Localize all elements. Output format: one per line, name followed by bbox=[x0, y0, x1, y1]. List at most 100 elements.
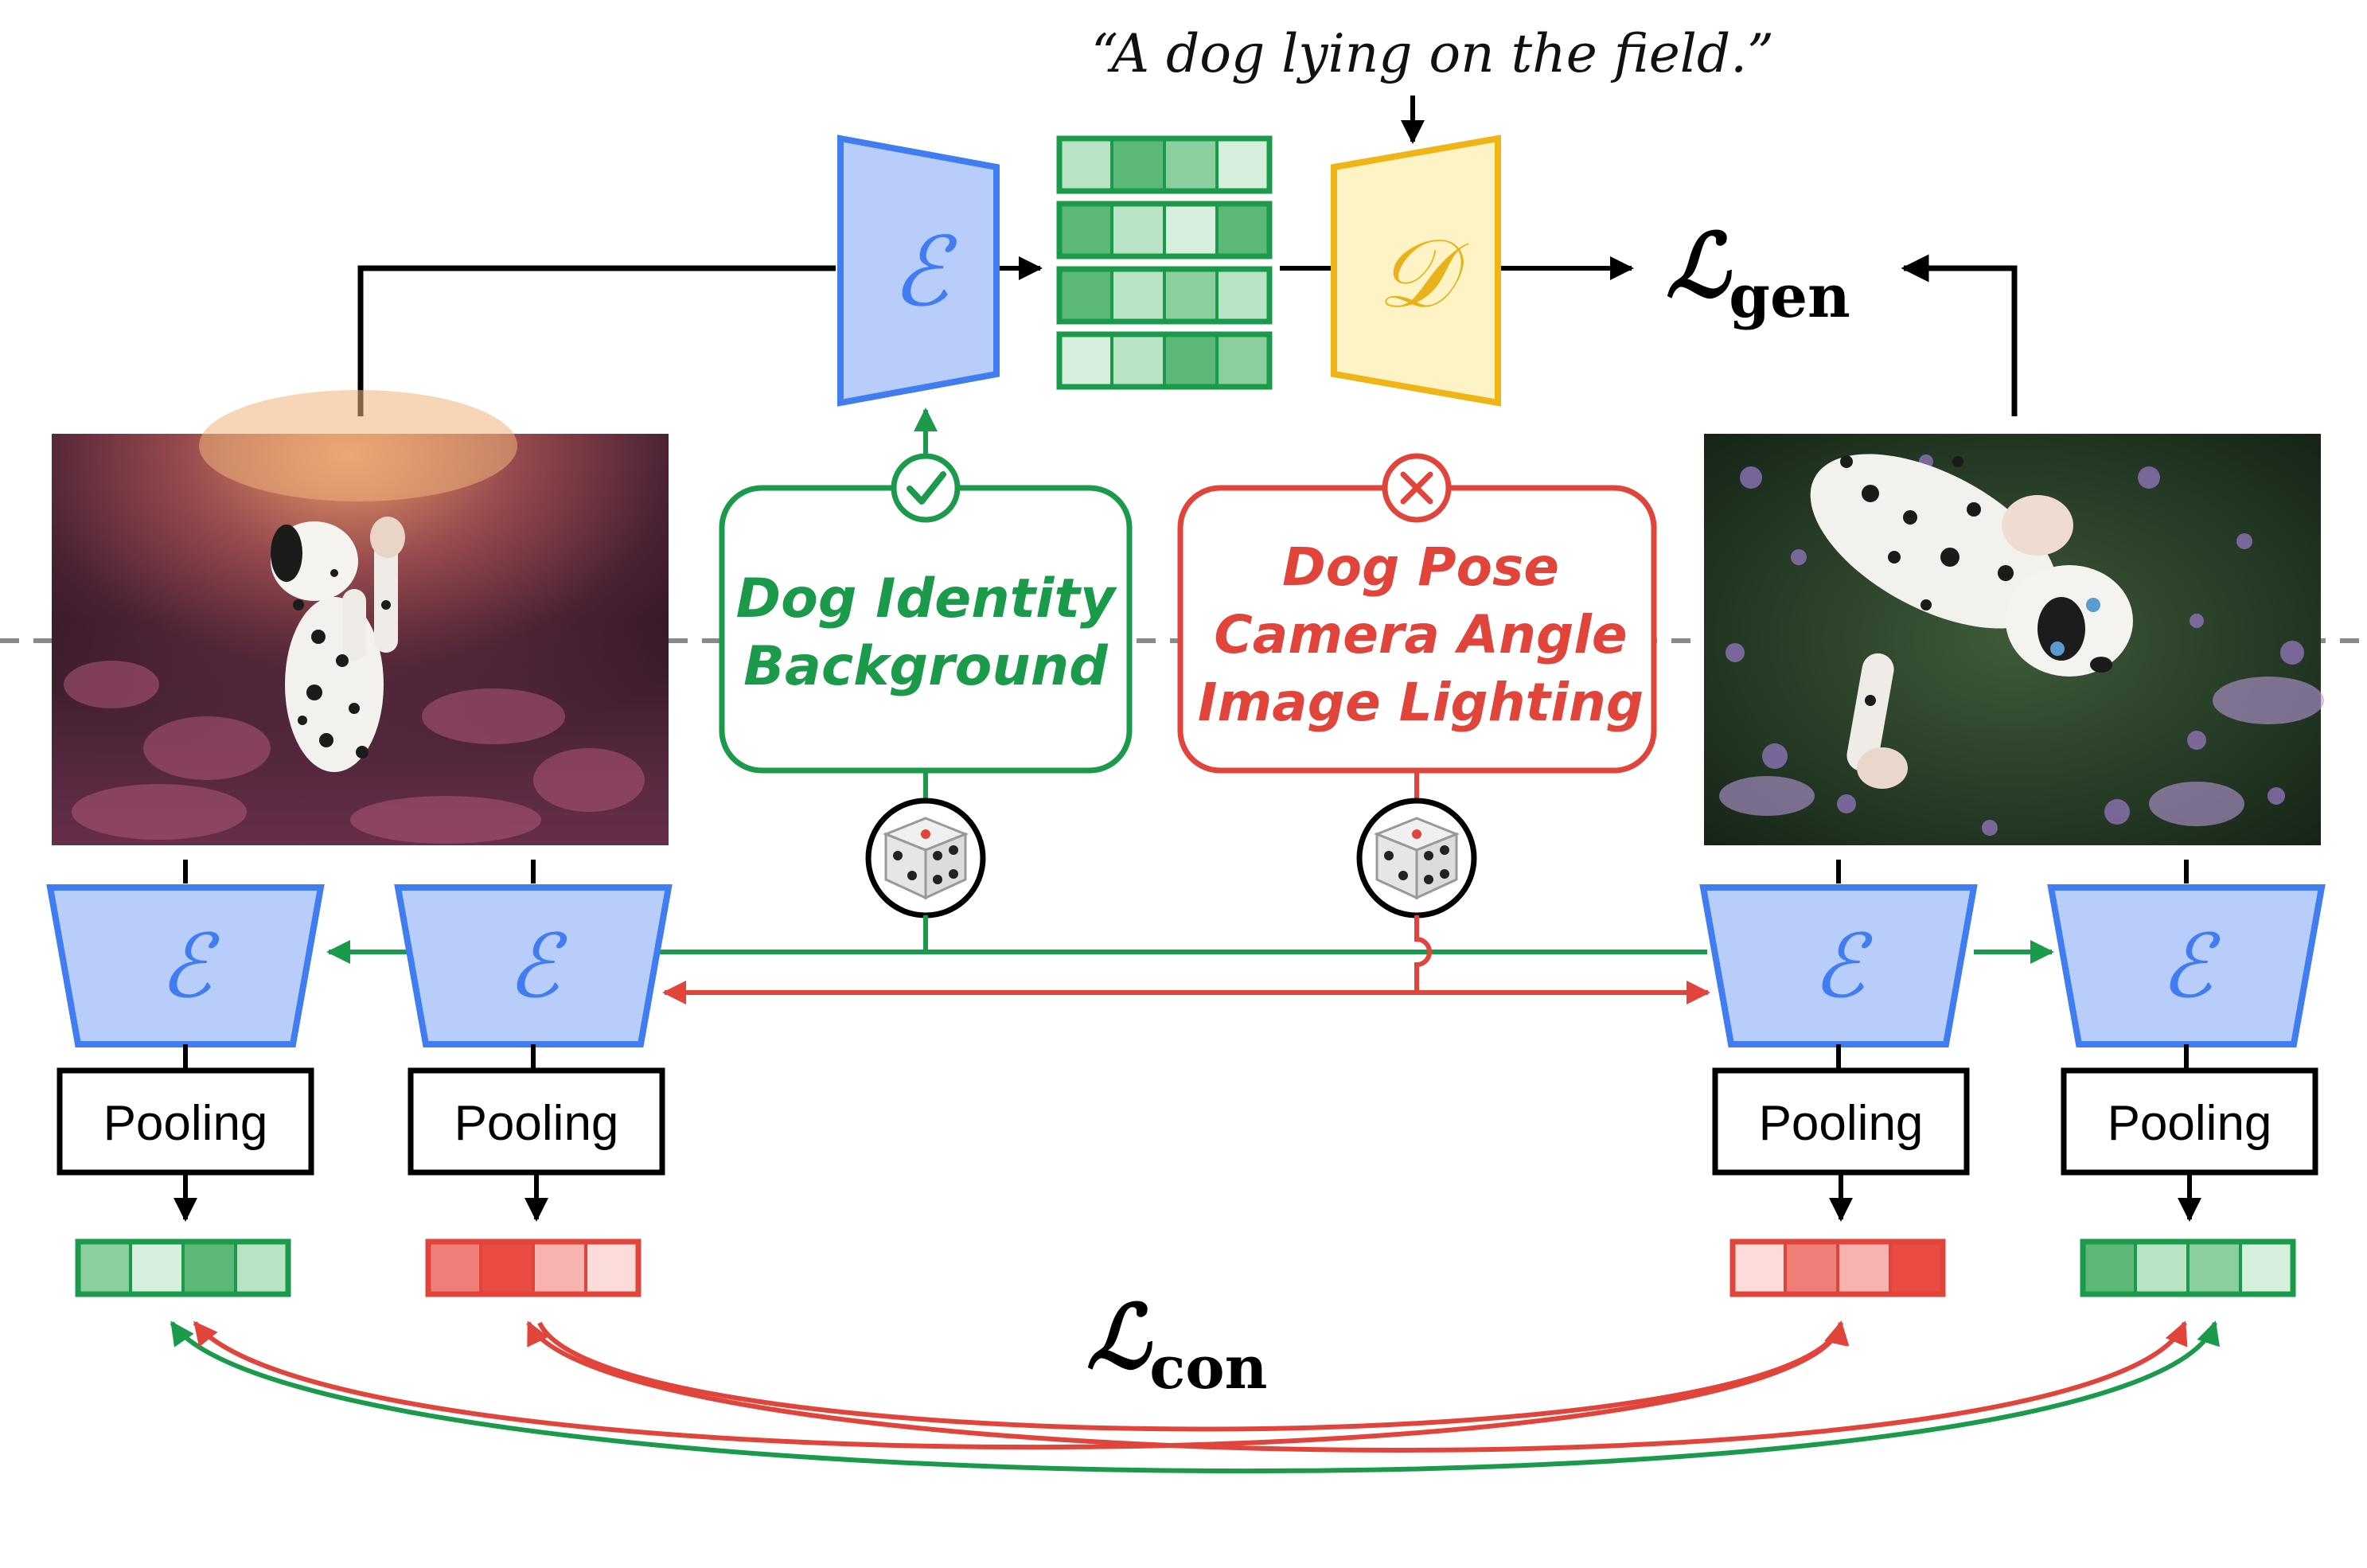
vary-line-2: Camera Angle bbox=[1214, 604, 1627, 665]
pooled-vector-cell bbox=[427, 1240, 482, 1296]
encoder-symbol: ℰ bbox=[159, 915, 220, 1017]
negative-pair-arc bbox=[526, 1320, 2188, 1453]
text-prompt-caption: “A dog lying on the field.” bbox=[1091, 23, 1774, 84]
pooled-vector-cell bbox=[1784, 1240, 1839, 1296]
pooled-vector bbox=[2080, 1238, 2296, 1297]
pooled-feature-vectors bbox=[75, 1238, 2296, 1297]
loss-gen-main: ℒ bbox=[1666, 214, 1732, 317]
pooled-vector-cell bbox=[2186, 1240, 2242, 1296]
bottom-encoder-2: ℰ bbox=[394, 884, 673, 1047]
latent-token-row bbox=[1056, 135, 1273, 194]
positive-pair-arc bbox=[170, 1320, 2220, 1474]
check-circle-icon bbox=[891, 453, 961, 523]
keep-line-1: Dog Identity bbox=[736, 568, 1117, 630]
pooled-vector bbox=[1729, 1238, 1946, 1297]
latent-token-cell bbox=[1163, 333, 1219, 388]
dice-icon bbox=[1356, 798, 1477, 919]
latent-token-cell bbox=[1215, 267, 1271, 323]
vary-line-3: Image Lighting bbox=[1198, 672, 1644, 733]
pooled-vector-border bbox=[75, 1238, 291, 1297]
vary-line-1: Dog Pose bbox=[1282, 536, 1559, 598]
top-encoder: ℰ bbox=[837, 135, 1000, 407]
latent-token-row-border bbox=[1056, 201, 1273, 259]
latent-token-cell bbox=[1058, 202, 1113, 258]
latent-token-cell bbox=[1215, 333, 1271, 388]
varied-attributes-box: Dog Pose Camera Angle Image Lighting bbox=[1177, 485, 1657, 774]
latent-token-cell bbox=[1215, 137, 1271, 193]
contrastive-arcs bbox=[170, 1320, 2220, 1474]
pooled-vector-cell bbox=[584, 1240, 640, 1296]
latent-token-row bbox=[1056, 201, 1273, 259]
keep-line-2: Background bbox=[743, 635, 1109, 698]
pooled-vector-cell bbox=[2081, 1240, 2137, 1296]
pooled-vector-cell bbox=[2239, 1240, 2295, 1296]
latent-token-cell bbox=[1163, 202, 1219, 258]
pooled-vector-cell bbox=[1889, 1240, 1944, 1296]
left-photo bbox=[52, 390, 669, 845]
pooling-box: Pooling bbox=[1712, 1067, 1970, 1176]
bottom-encoder-3: ℰ bbox=[1699, 884, 1978, 1047]
pooled-vector-border bbox=[425, 1238, 641, 1297]
encoder-symbol: ℰ bbox=[507, 915, 568, 1017]
svg-text:ℒcon: ℒcon bbox=[1086, 1285, 1267, 1402]
image-to-encoder-lines bbox=[183, 860, 2189, 883]
pooled-vector-cell bbox=[76, 1240, 132, 1296]
negative-pair-arc bbox=[193, 1320, 1850, 1450]
pooled-vector-cell bbox=[532, 1240, 587, 1296]
latent-token-cell bbox=[1110, 333, 1166, 388]
pooled-vector-cell bbox=[2134, 1240, 2190, 1296]
latent-token-cell bbox=[1110, 267, 1166, 323]
negative-pair-arc bbox=[537, 1320, 1848, 1432]
latent-token-row-border bbox=[1056, 266, 1273, 325]
svg-text:ℒgen: ℒgen bbox=[1666, 214, 1850, 331]
latent-token-cell bbox=[1110, 137, 1166, 193]
pooled-vector-cell bbox=[479, 1240, 535, 1296]
shared-attributes-box: Dog Identity Background bbox=[719, 485, 1133, 774]
encoder-to-pooling-lines bbox=[183, 1044, 2189, 1071]
latent-token-cell bbox=[1163, 267, 1219, 323]
dalmatian-lying-down bbox=[1810, 454, 2133, 789]
loss-con-sub: con bbox=[1149, 1334, 1267, 1402]
latent-token-cell bbox=[1110, 202, 1166, 258]
pooled-vector-cell bbox=[234, 1240, 290, 1296]
contrastive-loss-label: ℒcon bbox=[1086, 1285, 1267, 1402]
pooled-vector-border bbox=[1729, 1238, 1946, 1297]
pooling-label: Pooling bbox=[2108, 1096, 2272, 1151]
latent-token-row bbox=[1056, 266, 1273, 325]
latent-token-cell bbox=[1163, 137, 1219, 193]
pooling-box: Pooling bbox=[2061, 1067, 2318, 1176]
bottom-encoder-4: ℰ bbox=[2047, 884, 2326, 1047]
pooled-vector bbox=[75, 1238, 291, 1297]
pooled-vector-cell bbox=[1731, 1240, 1787, 1296]
bottom-encoder-1: ℰ bbox=[46, 884, 325, 1047]
pooling-box: Pooling bbox=[407, 1067, 665, 1176]
pooling-label: Pooling bbox=[454, 1096, 619, 1151]
dice-icon bbox=[865, 798, 986, 919]
pooled-vector-border bbox=[2080, 1238, 2296, 1297]
dalmatian-raising-paws bbox=[271, 517, 405, 772]
latent-token-row-border bbox=[1056, 331, 1273, 390]
pooled-vector-cell bbox=[181, 1240, 237, 1296]
loss-con-main: ℒ bbox=[1086, 1285, 1152, 1388]
latent-token-grid bbox=[1056, 135, 1273, 390]
pooled-vector bbox=[425, 1238, 641, 1297]
generation-loss-label: ℒgen bbox=[1666, 214, 1850, 331]
decoder: 𝒟 bbox=[1331, 135, 1501, 407]
encoder-symbol: ℰ bbox=[1812, 915, 1874, 1017]
pooled-vector-cell bbox=[129, 1240, 185, 1296]
latent-token-cell bbox=[1058, 137, 1113, 193]
latent-token-row bbox=[1056, 331, 1273, 390]
red-dice-drop-with-hop bbox=[1414, 915, 1432, 993]
latent-token-cell bbox=[1215, 202, 1271, 258]
pooled-vector-cell bbox=[1836, 1240, 1892, 1296]
encoder-symbol: ℰ bbox=[2160, 915, 2221, 1017]
right-image-to-loss-arrow bbox=[1901, 254, 2018, 416]
loss-gen-sub: gen bbox=[1729, 263, 1850, 331]
latent-token-cell bbox=[1058, 267, 1113, 323]
right-photo bbox=[1704, 434, 2324, 845]
cross-circle-icon bbox=[1382, 453, 1452, 523]
latent-token-cell bbox=[1058, 333, 1113, 388]
pooling-label: Pooling bbox=[103, 1096, 268, 1151]
pooling-label: Pooling bbox=[1759, 1096, 1924, 1151]
